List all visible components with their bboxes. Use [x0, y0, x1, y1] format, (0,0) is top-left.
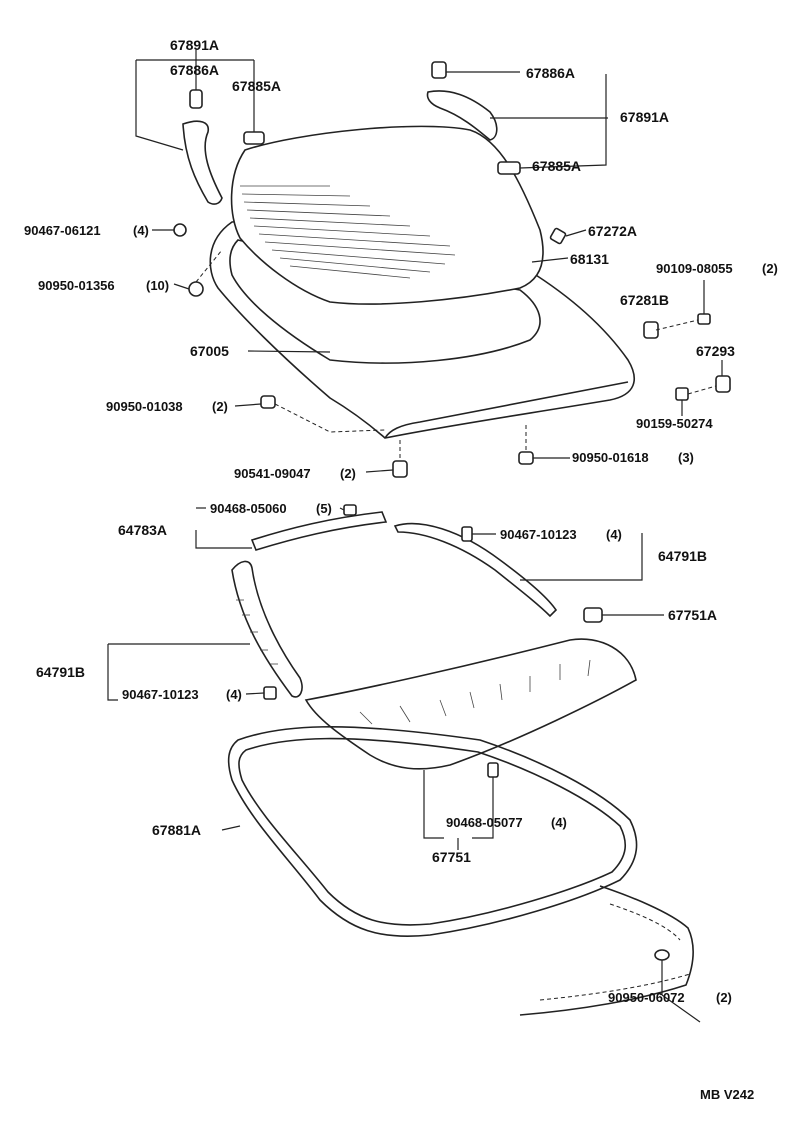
bracket-67293 — [715, 375, 731, 393]
clip-67751a — [583, 607, 603, 623]
label-64783a: 64783A — [118, 522, 167, 538]
label-67293: 67293 — [696, 343, 735, 359]
door-weatherstrip-67881a — [227, 726, 638, 938]
diagram-code: MB V242 — [700, 1087, 754, 1102]
qty-90468-05077: (4) — [551, 815, 567, 830]
label-67885a-right: 67885A — [532, 158, 581, 174]
label-67886a-left: 67886A — [170, 62, 219, 78]
label-90467-10123-top: 90467-10123 — [500, 527, 577, 542]
plug-90950-01618 — [518, 451, 534, 465]
label-90467-10123-left: 90467-10123 — [122, 687, 199, 702]
label-90950-01038: 90950-01038 — [106, 399, 183, 414]
label-67881a: 67881A — [152, 822, 201, 838]
label-67751a: 67751A — [668, 607, 717, 623]
label-90468-05060: 90468-05060 — [210, 501, 287, 516]
label-90950-01356: 90950-01356 — [38, 278, 115, 293]
bracket-67281b — [643, 321, 659, 339]
label-67281b: 67281B — [620, 292, 669, 308]
qty-90467-10123-left: (4) — [226, 687, 242, 702]
grommet-90950-01356 — [188, 281, 204, 297]
right-garnish — [393, 522, 558, 618]
qty-90950-01038: (2) — [212, 399, 228, 414]
qty-90950-01618: (3) — [678, 450, 694, 465]
qty-90541-09047: (2) — [340, 466, 356, 481]
back-window-glass — [230, 125, 544, 305]
label-67272a: 67272A — [588, 223, 637, 239]
right-molding — [426, 90, 498, 141]
clip-90468-05077 — [487, 762, 499, 778]
cushion-90541-09047 — [392, 460, 408, 478]
weatherstrip-64783a — [250, 511, 388, 551]
label-67751: 67751 — [432, 849, 471, 865]
label-90541-09047: 90541-09047 — [234, 466, 311, 481]
clip-67885a-left — [243, 131, 265, 145]
screw-90467-10123-left — [263, 686, 277, 700]
screw-90467-06121 — [173, 223, 187, 237]
body-outline — [519, 885, 694, 1016]
qty-90468-05060: (5) — [316, 501, 332, 516]
label-68131: 68131 — [570, 251, 609, 267]
label-67886a-right: 67886A — [526, 65, 575, 81]
label-64791b-left: 64791B — [36, 664, 85, 680]
left-molding — [182, 120, 223, 205]
plug-90950-06072 — [654, 949, 670, 961]
qty-90467-10123-top: (4) — [606, 527, 622, 542]
label-90950-01618: 90950-01618 — [572, 450, 649, 465]
plug-90950-01038 — [260, 395, 276, 409]
lower-leader-lines — [107, 507, 701, 1023]
label-67005: 67005 — [190, 343, 229, 359]
labels: 67891A 67886A 67885A 67886A 67891A 67885… — [24, 37, 778, 1102]
left-garnish — [231, 560, 303, 698]
label-90468-05077: 90468-05077 — [446, 815, 523, 830]
qty-90467-06121: (4) — [133, 223, 149, 238]
clip-90468-05060 — [343, 504, 357, 516]
label-90467-06121: 90467-06121 — [24, 223, 101, 238]
cushion-67272a — [549, 227, 567, 245]
screw-90467-10123-top — [461, 526, 473, 542]
screw-90159-50274 — [675, 387, 689, 401]
label-90159-50274: 90159-50274 — [636, 416, 713, 431]
label-64791b-right: 64791B — [658, 548, 707, 564]
qty-90950-01356: (10) — [146, 278, 169, 293]
qty-90109-08055: (2) — [762, 261, 778, 276]
label-67891a-left: 67891A — [170, 37, 219, 53]
bolt-90109-08055 — [697, 313, 711, 325]
label-67891a-right: 67891A — [620, 109, 669, 125]
label-67885a-left: 67885A — [232, 78, 281, 94]
label-90109-08055: 90109-08055 — [656, 261, 733, 276]
clip-67886a-left — [189, 89, 203, 109]
clip-67886a-right — [431, 61, 447, 79]
clip-67885a-right — [497, 161, 521, 175]
trim-board-67751 — [304, 638, 637, 770]
label-90950-06072: 90950-06072 — [608, 990, 685, 1005]
qty-90950-06072: (2) — [716, 990, 732, 1005]
upper-leader-lines — [135, 50, 723, 473]
